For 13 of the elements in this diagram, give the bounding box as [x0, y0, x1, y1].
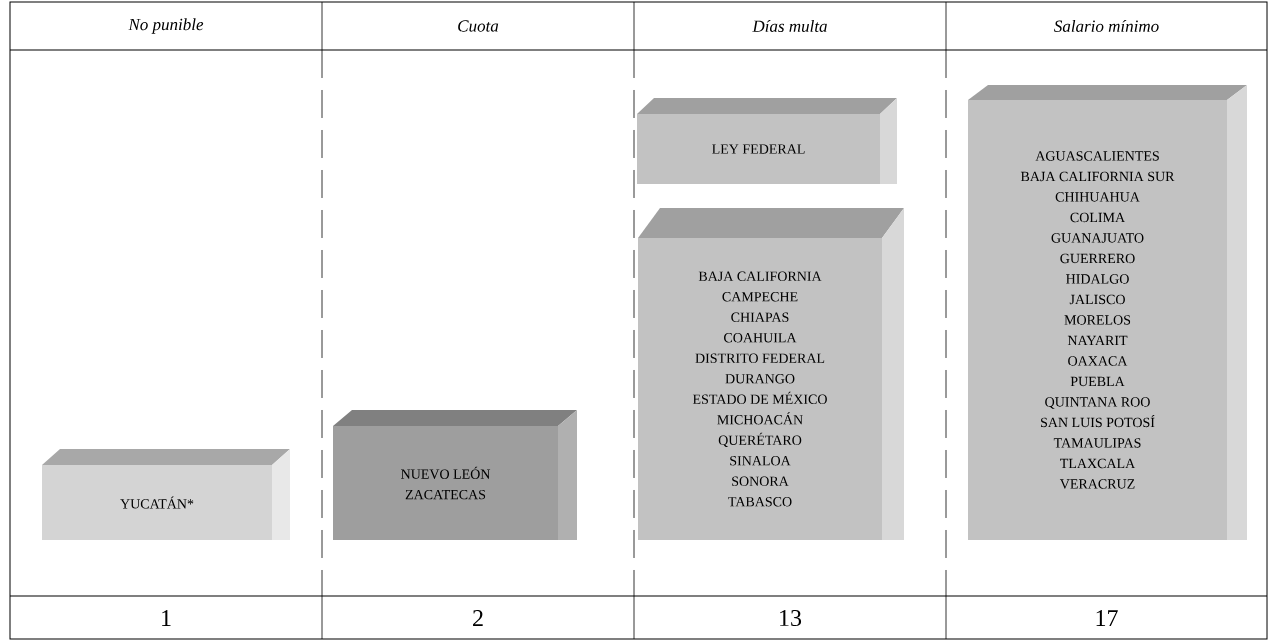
box-3d: LEY FEDERAL [637, 98, 897, 184]
count-number: 17 [1096, 610, 1118, 626]
count-number: 2 [473, 610, 483, 626]
count-number: 1 [162, 610, 171, 626]
box-3d: BAJA CALIFORNIA CAMPECHE CHIAPAS COAHUILA DISTRITO FEDERAL DURANGO ESTADO DE MÉXICO MICHOACÁN QUERÉTARO SINALOA SONORA TABASCO [638, 208, 904, 540]
box-3d: YUCATÁN* [42, 449, 290, 540]
column-header: No punible [128, 18, 204, 34]
column-header: Cuota [458, 20, 499, 32]
box-3d: AGUASCALIENTES BAJA CALIFORNIA SUR CHIHUAHUA COLIMA GUANAJUATO GUERRERO HIDALGO JALISCO MORELOS NAYARIT OAXACA PUEBLA QUINTANA ROO SAN LUIS POTOSÍ TAMAULIPAS TLAXCALA VERACRUZ [968, 85, 1247, 540]
column-header: Días multa [752, 20, 827, 32]
count-number: 13 [780, 609, 802, 627]
box-3d: NUEVO LEÓN ZACATECAS [333, 410, 577, 540]
column-header: Salario mínimo [1054, 20, 1159, 32]
